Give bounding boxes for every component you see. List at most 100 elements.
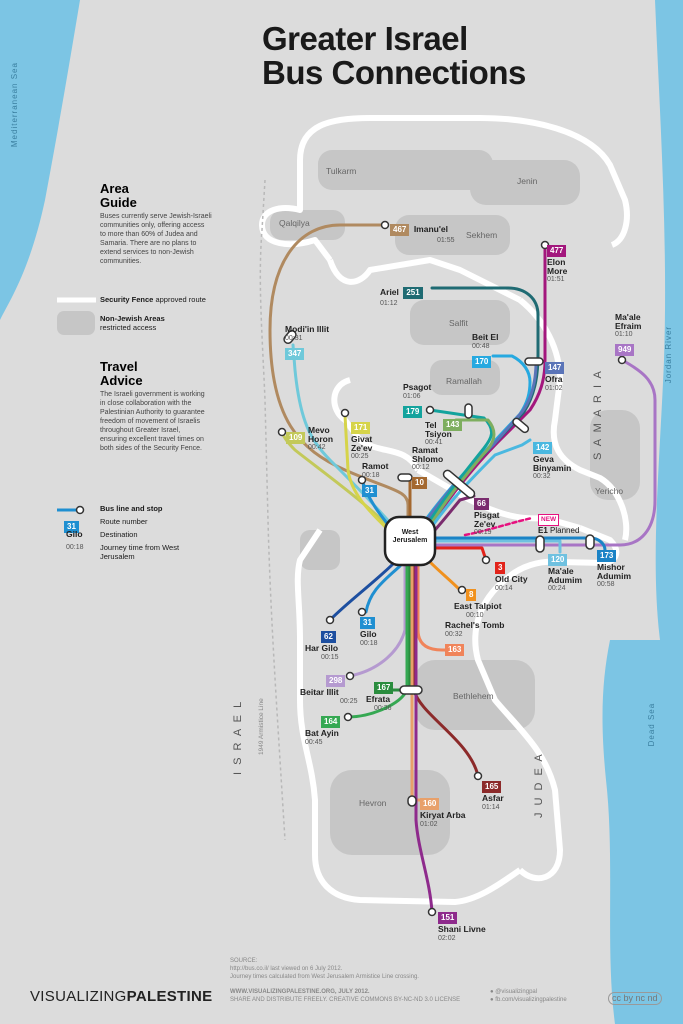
twitter-row[interactable]: ● @visualizingpal [490, 988, 567, 996]
route-120: 120 Ma'ale Adumim 00:24 [548, 549, 592, 593]
route-164: 164 Bat Ayin 00:45 [305, 711, 341, 747]
name-62: Har Gilo [305, 643, 339, 654]
time-109: 00:42 [308, 444, 326, 451]
badge-347: 347 [285, 347, 305, 360]
route-179: Psagot 01:06 179 [403, 382, 431, 419]
badge-170: 170 [472, 355, 492, 368]
route-949: Ma'ale Efraim 01:10 949 [615, 313, 655, 357]
jordan-river-area [655, 0, 683, 640]
name-477: Elon More [547, 257, 568, 277]
badge-8: 8 [466, 589, 477, 601]
source-line-1: http://bus.co.il/ last viewed on 6 July … [230, 966, 343, 972]
name-147: Ofra [545, 374, 563, 385]
time-10: 00:12 [412, 464, 430, 471]
hub-line-1: West [401, 529, 419, 536]
time-31-gilo: 00:18 [360, 640, 378, 648]
badge-467: 467 [390, 224, 410, 236]
title-line-1: Greater Israel [262, 20, 468, 57]
route-10: Ramat Shlomo 00:12 10 [412, 446, 452, 490]
areas-legend: Non-Jewish Areas restricted access [100, 314, 165, 332]
facebook-row[interactable]: ● fb.com/visualizingpalestine [490, 996, 567, 1004]
fence-legend: Security Fence approved route [100, 295, 206, 305]
badge-3: 3 [495, 562, 506, 574]
time-160: 01:02 [420, 821, 438, 829]
region-qalqilya: Qalqilya [279, 218, 310, 228]
line-e1 [463, 516, 534, 537]
line-298 [348, 564, 407, 678]
name-3: Old City [495, 574, 528, 585]
samaria-letters: S A M A R I A [592, 369, 604, 460]
key-time-label: Journey time from West Jerusalem [100, 543, 180, 561]
name-31-ramot: Ramot [362, 461, 389, 471]
areas-legend-desc: restricted access [100, 323, 157, 332]
source-line-2: Journey times calculated from West Jerus… [230, 974, 419, 980]
name-171: Givat Ze'ev [351, 434, 373, 454]
badge-147: 147 [545, 362, 565, 374]
name-151: Shani Livne [438, 924, 486, 935]
route-31-ramot: Ramot 00:18 31 [362, 461, 389, 498]
line-120 [428, 539, 562, 554]
fence-legend-desc: approved route [155, 295, 206, 304]
key-badge: 31 [64, 521, 79, 533]
route-167: 167 Efrata 00:36 [366, 677, 394, 713]
license-text: SHARE AND DISTRIBUTE FREELY. CREATIVE CO… [230, 997, 461, 1003]
time-170: 00:48 [472, 342, 490, 350]
route-160: 160 Kiryat Arba 01:02 [420, 793, 466, 829]
name-66: Pisgat Ze'ev [474, 510, 500, 530]
badge-251: 251 [403, 287, 423, 299]
route-8: 8 East Talpiot 00:10 [454, 584, 502, 620]
badge-164: 164 [321, 716, 341, 728]
badge-160: 160 [420, 798, 440, 810]
footer-web: WWW.VISUALIZINGPALESTINE.ORG, JULY 2012.… [230, 988, 460, 1004]
line-163 [416, 564, 464, 652]
route-147: 147 Ofra 01:02 [545, 357, 565, 393]
dead-sea [602, 640, 683, 1024]
status-e1: Planned [550, 526, 580, 536]
badge-109: 109 [286, 432, 306, 444]
time-31-ramot: 00:18 [362, 471, 380, 479]
name-164: Bat Ayin [305, 728, 339, 739]
key-dest-name: Gilo [66, 529, 83, 539]
time-164: 00:45 [305, 739, 323, 747]
route-e1: NEW E1 Planned [538, 508, 579, 536]
key-route-label: Route number [100, 517, 148, 526]
badge-31-gilo: 31 [360, 617, 375, 629]
line-8 [428, 560, 462, 592]
time-171: 00:25 [351, 453, 369, 461]
time-477: 01:51 [547, 276, 565, 284]
name-347: Modi'in Illit [285, 324, 330, 334]
route-66: 66 Pisgat Ze'ev 00:19 [474, 493, 510, 537]
region-ramallah: Ramallah [446, 376, 482, 386]
area-legend-swatch [57, 311, 95, 335]
line-31-gilo [364, 564, 402, 614]
armistice-label: 1949 Armistice Line [258, 698, 265, 755]
line-151 [414, 564, 434, 914]
line-949 [428, 358, 657, 547]
time-66: 00:19 [474, 529, 492, 537]
route-31-gilo: 31 Gilo 00:18 [360, 612, 378, 648]
badge-142: 142 [533, 442, 553, 454]
badge-167: 167 [374, 682, 394, 694]
badge-171: 171 [351, 422, 371, 434]
footer-social: ● @visualizingpal ● fb.com/visualizingpa… [490, 988, 567, 1004]
stop-legend-swatch [75, 505, 85, 515]
time-120: 00:24 [548, 585, 566, 593]
badge-e1: NEW [538, 514, 560, 526]
cc-text: cc by nc nd [612, 993, 658, 1003]
dead-sea-label: Dead Sea [647, 702, 657, 747]
time-347: 00:31 [285, 334, 303, 342]
facebook-link: fb.com/visualizingpalestine [495, 997, 567, 1003]
line-143 [419, 418, 496, 542]
hub-label: West Jerusalem [386, 529, 434, 545]
hub-line-2: Jerusalem [392, 537, 428, 544]
web-link[interactable]: WWW.VISUALIZINGPALESTINE.ORG, JULY 2012. [230, 989, 370, 995]
badge-949: 949 [615, 344, 635, 357]
time-143: 00:41 [425, 439, 443, 447]
badge-151: 151 [438, 912, 458, 924]
route-109: 109 [286, 427, 306, 445]
facebook-icon: ● [490, 997, 496, 1003]
twitter-handle: @visualizingpal [495, 989, 538, 995]
route-467: 467 Imanu'el 01:55 [390, 219, 455, 245]
line-179 [416, 408, 493, 542]
